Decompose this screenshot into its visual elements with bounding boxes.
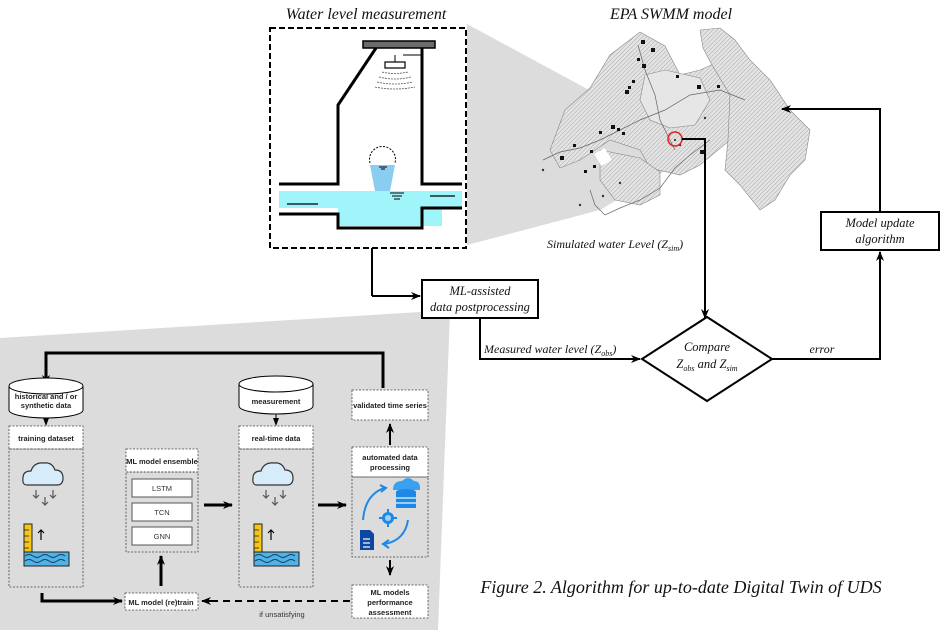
ml-postprocessing-line2: data postprocessing <box>430 300 530 314</box>
simulated-water-level-label: Simulated water Level (Zsim) <box>547 237 683 253</box>
historical-data-store <box>8 377 84 419</box>
measurement-data-store <box>238 375 314 415</box>
retrain-box <box>124 592 199 611</box>
water-gauge-icon <box>253 523 300 567</box>
measured-water-level-label: Measured water level (Zobs) <box>483 342 616 358</box>
ultrasonic-sensor-icon <box>384 61 406 69</box>
ml-postprocessing-box <box>421 279 539 319</box>
water-level-illustration <box>269 27 467 249</box>
model-update-line2: algorithm <box>855 232 904 246</box>
model-label: TCN <box>154 508 169 517</box>
data-processing-icon <box>360 478 420 550</box>
water-level-title: Water level measurement <box>286 6 447 23</box>
model-label: LSTM <box>152 484 172 493</box>
ensemble-title: ML model ensemble <box>126 457 198 466</box>
sensor-mount <box>362 40 436 49</box>
swmm-title: EPA SWMM model <box>609 6 733 23</box>
rain-cloud-icon <box>22 462 64 506</box>
automated-line1: automated data <box>362 453 418 462</box>
error-label: error <box>810 342 835 356</box>
validated-box <box>351 389 429 421</box>
model-item <box>131 478 193 498</box>
assessment-box <box>351 584 429 619</box>
model-item <box>131 526 193 546</box>
if-unsatisfying-label: if unsatisfying <box>259 610 304 619</box>
figure-caption: Figure 2. Algorithm for up-to-date Digit… <box>479 577 881 597</box>
ml-postprocessing-line1: ML-assisted <box>448 284 511 298</box>
water-gauge-icon <box>23 523 70 567</box>
training-dataset-label: training dataset <box>18 434 74 443</box>
model-update-line1: Model update <box>844 216 915 230</box>
rain-cloud-icon <box>252 462 294 506</box>
historical-line1: historical and / or <box>15 392 78 401</box>
assessment-line1: ML models <box>370 588 409 597</box>
automated-header <box>351 446 429 478</box>
realtime-label: real-time data <box>252 434 302 443</box>
retrain-label: ML model (re)train <box>128 598 194 607</box>
compare-line2: Zobs and Zsim <box>676 357 737 373</box>
validated-label: validated time series <box>353 401 427 410</box>
historical-line2: synthetic data <box>21 401 72 410</box>
model-label: GNN <box>154 532 171 541</box>
model-item <box>131 502 193 522</box>
automated-line2: processing <box>370 463 410 472</box>
measurement-label: measurement <box>252 397 301 406</box>
assessment-line2: performance <box>367 598 412 607</box>
model-list: LSTM TCN GNN <box>131 478 193 546</box>
assessment-line3: assessment <box>369 608 412 617</box>
compare-line1: Compare <box>684 340 731 354</box>
